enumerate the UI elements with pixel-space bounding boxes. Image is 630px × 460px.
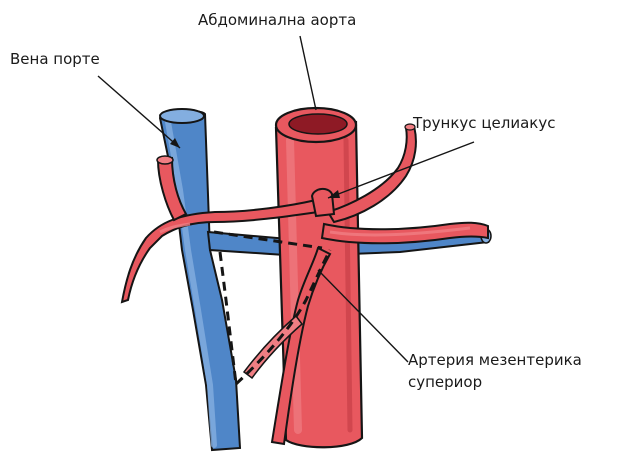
label-sma-line1: Артерия мезентерика <box>408 349 582 371</box>
aorta-lumen <box>289 114 347 134</box>
portal-vein-opening <box>160 109 204 123</box>
label-celiac-trunk: Трункус целиакус <box>413 113 555 133</box>
label-portal-vein: Вена порте <box>10 49 100 69</box>
leader-aorta <box>300 36 316 110</box>
label-superior-mesenteric-artery: Артерия мезентерика супериор <box>408 349 582 393</box>
label-sma-line2: супериор <box>408 371 582 393</box>
label-abdominal-aorta: Абдоминална аорта <box>198 10 356 30</box>
